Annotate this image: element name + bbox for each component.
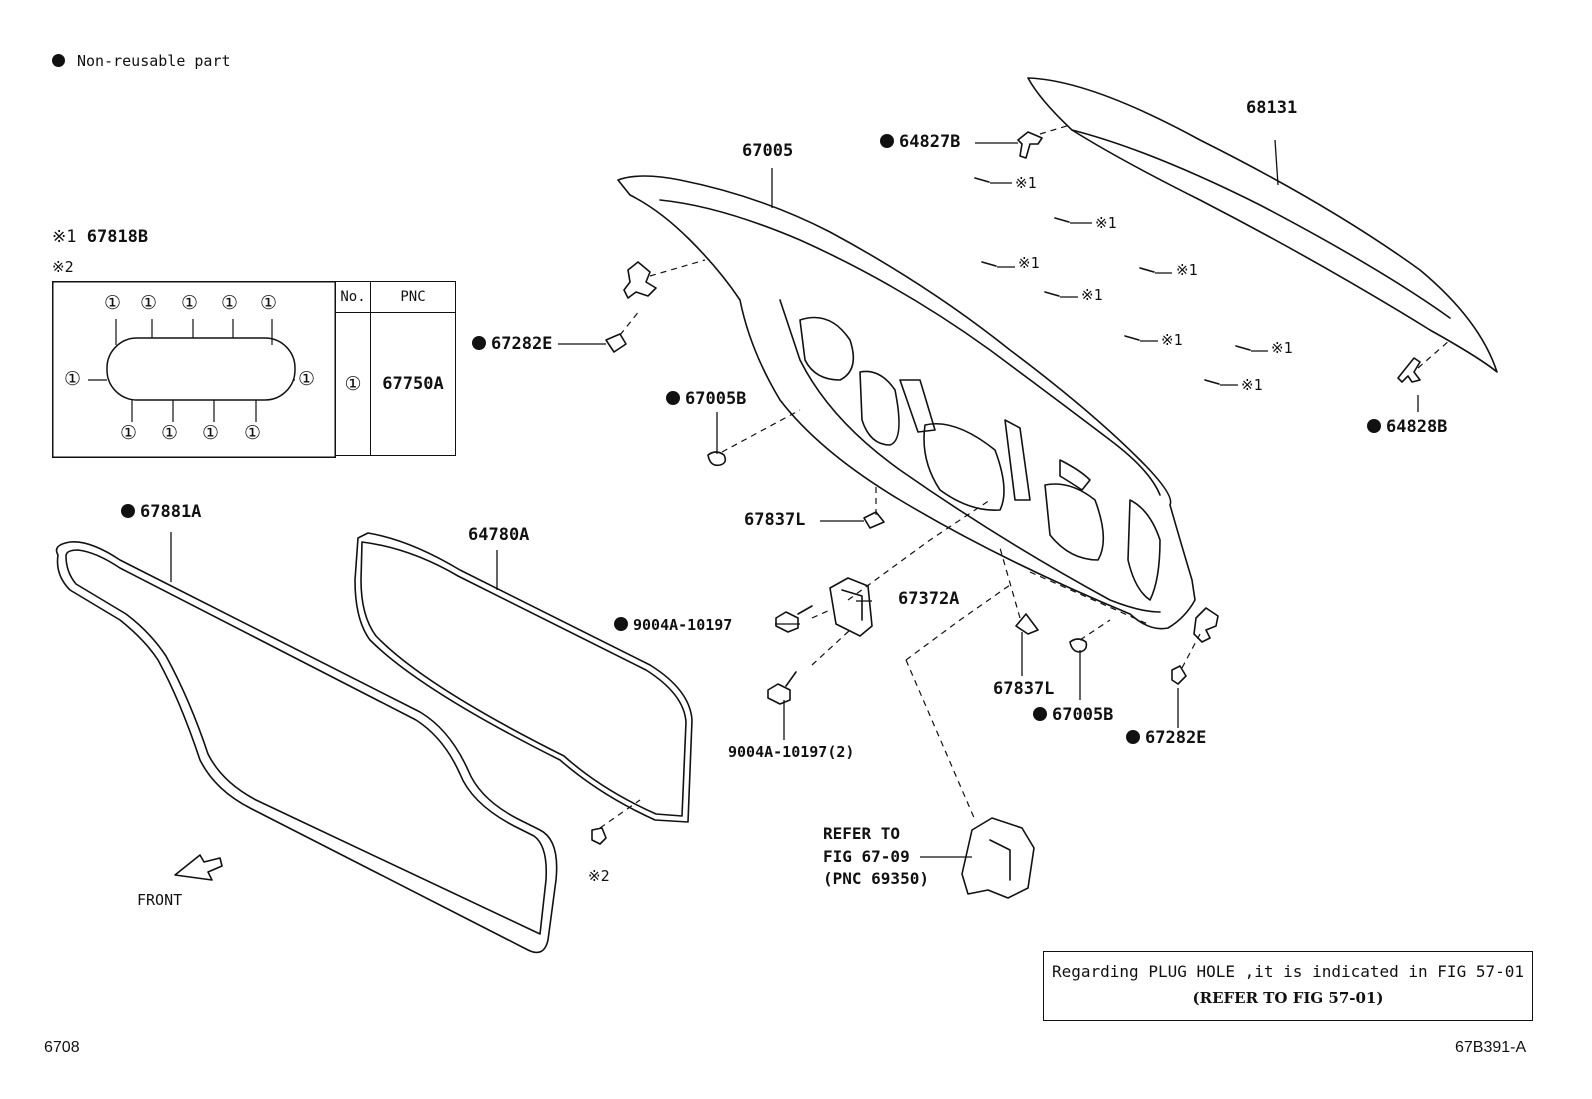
footer-left-code: 6708 (44, 1039, 80, 1056)
panel-clip (591, 827, 607, 845)
legend-text: Non-reusable part (77, 52, 231, 70)
callout-64780A: 64780A (468, 525, 530, 545)
bracket-67837L-right (1015, 613, 1039, 635)
hinge-left (623, 261, 657, 299)
non-reusable-bullet-icon (880, 134, 894, 148)
callout-67818B-text: 67818B (86, 227, 149, 247)
pnc-table: No. PNC ① 67750A (335, 281, 456, 456)
non-reusable-bullet-icon (472, 336, 486, 350)
star1-label: ※1 (1176, 261, 1198, 279)
cushion-67005B-right (1069, 638, 1088, 653)
callout-67818B: ※1 67818B (52, 229, 148, 246)
callout-9004A-10197: 9004A-10197 (614, 617, 732, 633)
panel-64780A (354, 532, 693, 823)
non-reusable-bullet-icon (666, 391, 680, 405)
cushion-67282E-right (1171, 665, 1187, 685)
non-reusable-bullet-icon (1126, 730, 1140, 744)
refer-line-1: REFER TO (823, 824, 901, 843)
callout-star2-bottom: ※2 (588, 867, 610, 885)
plug-hole-note-line1: Regarding PLUG HOLE ,it is indicated in … (1051, 962, 1524, 981)
non-reusable-bullet-icon (121, 504, 135, 518)
callout-68131: 68131 (1246, 98, 1298, 118)
non-reusable-bullet-icon (52, 54, 65, 67)
clip-marker: ① (104, 292, 122, 314)
trunk-lid-67005 (617, 175, 1196, 630)
legend-non-reusable: Non-reusable part (52, 52, 231, 70)
callout-67837L-left: 67837L (744, 510, 806, 530)
plug-hole-note: Regarding PLUG HOLE ,it is indicated in … (1043, 951, 1533, 1021)
clip-marker: ① (244, 422, 262, 444)
callout-9004A-10197-2: 9004A-10197(2) (728, 743, 855, 761)
spoiler-68131 (1027, 77, 1498, 373)
clip-marker: ① (202, 422, 220, 444)
callout-64827B: 64827B (880, 134, 960, 151)
callout-67005B-left: 67005B (666, 391, 746, 408)
pnc-table-row-no: ① (335, 312, 371, 456)
bracket-67837L-left (863, 511, 885, 529)
non-reusable-bullet-icon (614, 617, 628, 631)
callout-67837L-right: 67837L (993, 679, 1055, 699)
clip-marker: ① (221, 292, 239, 314)
clip-marker: ① (260, 292, 278, 314)
star1-label: ※1 (1271, 339, 1293, 357)
callout-67005: 67005 (742, 141, 794, 161)
star1-label: ※1 (1095, 214, 1117, 232)
clip-marker: ① (64, 368, 82, 390)
front-arrow (174, 854, 223, 881)
plug-hole-note-line2: (REFER TO FIG 57-01) (1192, 989, 1384, 1007)
bolt-9004A-a (775, 605, 813, 633)
clip-marker: ① (298, 368, 316, 390)
star1-label: ※1 (1015, 174, 1037, 192)
callout-67372A: 67372A (898, 589, 960, 609)
handle-67372A (829, 577, 873, 637)
non-reusable-bullet-icon (1367, 419, 1381, 433)
front-label: FRONT (137, 891, 183, 909)
star2-label: ※2 (52, 258, 74, 276)
callout-67282E-right: 67282E (1126, 730, 1206, 747)
pnc-table-header-pnc: PNC (370, 281, 456, 313)
refer-line-3: (PNC 69350) (823, 869, 929, 888)
callout-67005B-right: 67005B (1033, 707, 1113, 724)
star1-prefix: ※1 (52, 227, 77, 247)
pnc-table-row-pnc: 67750A (370, 312, 456, 456)
clip-marker: ① (120, 422, 138, 444)
callout-64828B: 64828B (1367, 419, 1447, 436)
non-reusable-bullet-icon (1033, 707, 1047, 721)
star1-label: ※1 (1018, 254, 1040, 272)
cushion-67282E-left (605, 333, 627, 353)
pnc-table-header-no: No. (335, 281, 371, 313)
clips-67818B (974, 177, 1251, 385)
weatherstrip-67881A (55, 541, 558, 954)
cushion-67005B-left (707, 451, 727, 467)
star1-label: ※1 (1241, 376, 1263, 394)
bolt-9004A-b (767, 671, 797, 705)
clip-marker: ① (181, 292, 199, 314)
clip-marker: ① (161, 422, 179, 444)
footer-right-code: 67B391-A (1455, 1039, 1527, 1056)
refer-line-2: FIG 67-09 (823, 847, 910, 866)
callout-67282E-left: 67282E (472, 336, 552, 353)
clip-64828B (1397, 357, 1421, 383)
clip-64827B (1017, 131, 1043, 159)
callout-67881A: 67881A (121, 504, 201, 521)
clip-marker: ① (140, 292, 158, 314)
star1-label: ※1 (1081, 286, 1103, 304)
lock-assembly (961, 817, 1035, 899)
star1-label: ※1 (1161, 331, 1183, 349)
hinge-right (1193, 607, 1219, 643)
